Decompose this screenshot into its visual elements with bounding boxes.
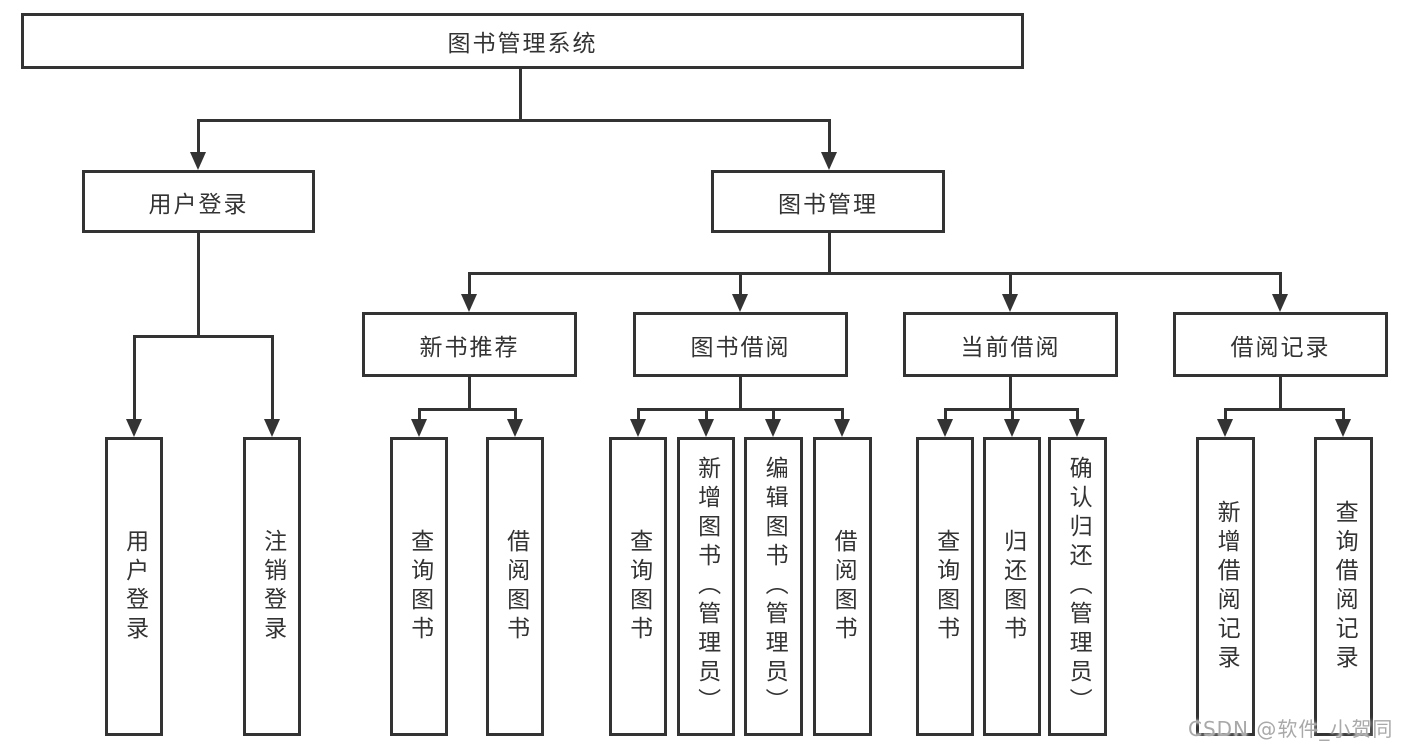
node-borrow-records: 借阅记录 [1173, 312, 1388, 377]
connector-stem-leaf-login [133, 335, 136, 421]
node-user-login: 用户登录 [82, 170, 315, 233]
arrow-bb-2 [698, 419, 714, 437]
arrow-to-leaf-logout [264, 419, 280, 437]
connector-stem-leaf-logout [271, 335, 274, 421]
arrow-to-book-management [821, 152, 837, 170]
arrow-br-2 [1335, 419, 1351, 437]
arrow-nbr-1 [411, 419, 427, 437]
leaf-cb-confirm-return-admin: 确认归还（管理员） [1048, 437, 1107, 736]
arrow-bb-1 [630, 419, 646, 437]
connector-stem-new-book-recommend [468, 272, 471, 298]
leaf-user-login: 用户登录 [105, 437, 163, 736]
csdn-watermark: CSDN @软件_小贺同学 [1188, 717, 1394, 747]
connector-stem-borrow-records [1279, 272, 1282, 298]
connector-bb-stem-4 [841, 408, 844, 421]
connector-root-trunk [519, 66, 522, 119]
connector-bb-stem-1 [637, 408, 640, 421]
arrow-to-book-borrow [732, 294, 748, 312]
leaf-nbr-query-books: 查询图书 [390, 437, 448, 736]
connector-stem-user-login [197, 119, 200, 154]
connector-user-login-trunk [197, 230, 200, 335]
connector-stem-book-borrow [739, 272, 742, 298]
connector-bb-trunk [739, 374, 742, 410]
leaf-br-query-borrow-record: 查询借阅记录 [1314, 437, 1373, 736]
connector-level3-bar [469, 272, 1281, 275]
connector-nbr-stem-1 [418, 408, 421, 421]
connector-nbr-trunk [468, 374, 471, 410]
connector-user-login-bar [133, 335, 274, 338]
connector-bb-bar [637, 408, 844, 411]
connector-br-trunk [1279, 374, 1282, 410]
arrow-to-current-borrow [1002, 294, 1018, 312]
connector-stem-book-management [828, 119, 831, 154]
connector-cb-stem-2 [1011, 408, 1014, 421]
connector-book-management-trunk [828, 230, 831, 274]
leaf-bb-add-books-admin: 新增图书（管理员） [677, 437, 735, 736]
connector-bb-stem-2 [705, 408, 708, 421]
leaf-cb-return-books: 归还图书 [983, 437, 1041, 736]
node-root-library-management-system: 图书管理系统 [21, 13, 1024, 69]
arrow-cb-2 [1004, 419, 1020, 437]
connector-cb-stem-3 [1076, 408, 1079, 421]
arrow-to-leaf-login [126, 419, 142, 437]
connector-nbr-bar [418, 408, 516, 411]
arrow-cb-3 [1069, 419, 1085, 437]
arrow-bb-3 [765, 419, 781, 437]
leaf-logout: 注销登录 [243, 437, 301, 736]
connector-level1-bar [197, 119, 831, 122]
arrow-to-user-login [190, 152, 206, 170]
arrow-br-1 [1217, 419, 1233, 437]
connector-br-bar [1224, 408, 1344, 411]
leaf-bb-query-books: 查询图书 [609, 437, 667, 736]
arrow-bb-4 [834, 419, 850, 437]
leaf-cb-query-books: 查询图书 [916, 437, 974, 736]
leaf-bb-edit-books-admin: 编辑图书（管理员） [744, 437, 803, 736]
node-new-book-recommend: 新书推荐 [362, 312, 577, 377]
connector-bb-stem-3 [772, 408, 775, 421]
connector-cb-trunk [1009, 374, 1012, 410]
connector-nbr-stem-2 [514, 408, 517, 421]
leaf-nbr-borrow-books: 借阅图书 [486, 437, 544, 736]
connector-br-stem-1 [1224, 408, 1227, 421]
connector-stem-current-borrow [1009, 272, 1012, 298]
node-current-borrow: 当前借阅 [903, 312, 1118, 377]
connector-br-stem-2 [1342, 408, 1345, 421]
arrow-to-borrow-records [1272, 294, 1288, 312]
leaf-br-add-borrow-record: 新增借阅记录 [1196, 437, 1255, 736]
arrow-cb-1 [937, 419, 953, 437]
leaf-bb-borrow-books: 借阅图书 [813, 437, 872, 736]
arrow-to-new-book-recommend [461, 294, 477, 312]
arrow-nbr-2 [507, 419, 523, 437]
node-book-management: 图书管理 [711, 170, 945, 233]
node-book-borrow: 图书借阅 [633, 312, 848, 377]
connector-cb-stem-1 [944, 408, 947, 421]
